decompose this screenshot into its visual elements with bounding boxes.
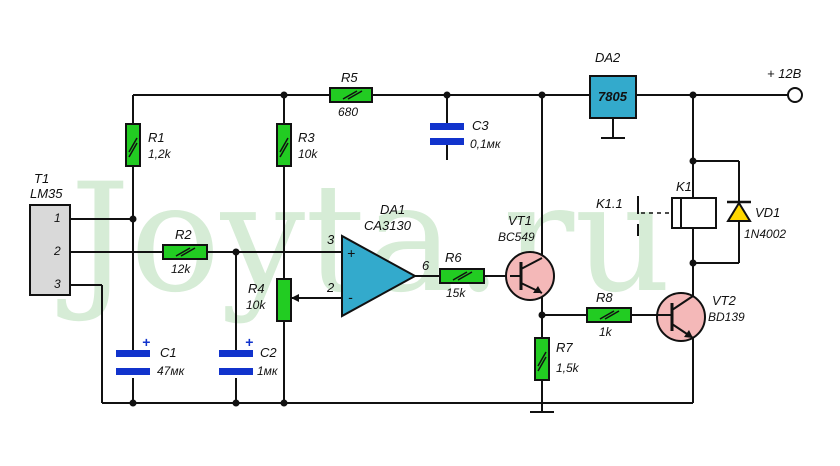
vt1-transistor (505, 251, 555, 301)
c2-ref: C2 (260, 345, 277, 360)
r1-resistor (125, 123, 141, 167)
r4-ref: R4 (248, 281, 265, 296)
k1-relay-coil (671, 197, 717, 229)
c3-value: 0,1мк (470, 137, 502, 151)
k1-ref: K1 (676, 179, 692, 194)
da2-regulator (589, 75, 637, 119)
r4-potentiometer (276, 278, 299, 322)
r8-ref: R8 (596, 290, 613, 305)
r6-value: 15k (446, 286, 466, 300)
r3-ref: R3 (298, 130, 315, 145)
c1-ref: C1 (160, 345, 177, 360)
r4-value: 10k (246, 298, 266, 312)
junctions (129, 91, 697, 407)
da1-plus-sign: + (347, 245, 355, 261)
r7-value: 1,5k (556, 361, 580, 375)
da1-pin-minus: 2 (326, 280, 335, 295)
r1-ref: R1 (148, 130, 165, 145)
r6-resistor (439, 268, 485, 284)
da1-pin-out: 6 (422, 258, 430, 273)
r2-ref: R2 (175, 227, 192, 242)
k1-contact-ref: K1.1 (596, 196, 623, 211)
da1-ref: DA1 (380, 202, 405, 217)
vd1-diode (726, 200, 752, 222)
power-label: + 12В (767, 66, 802, 81)
da1-minus-sign: - (348, 289, 353, 305)
r2-value: 12k (171, 262, 191, 276)
vt2-transistor (656, 292, 706, 342)
c3-capacitor (430, 123, 464, 145)
vd1-part: 1N4002 (744, 227, 786, 241)
r5-resistor (329, 87, 373, 103)
da1-pin-plus: 3 (327, 232, 335, 247)
wires (70, 94, 788, 413)
c2-polarity: + (245, 334, 253, 350)
c1-capacitor (116, 350, 150, 375)
t1-ref: T1 (34, 171, 49, 186)
r7-ref: R7 (556, 340, 573, 355)
r5-ref: R5 (341, 70, 358, 85)
r1-value: 1,2k (148, 147, 172, 161)
da1-part: CA3130 (364, 218, 412, 233)
vt1-part: BC549 (498, 230, 535, 244)
r3-resistor (276, 123, 292, 167)
r3-value: 10k (298, 147, 318, 161)
c1-polarity: + (142, 334, 150, 350)
t1-sensor (29, 204, 71, 296)
da1-opamp (341, 234, 418, 318)
vd1-ref: VD1 (755, 205, 780, 220)
t1-pin-2: 2 (53, 244, 61, 258)
c2-capacitor (219, 350, 253, 375)
da2-ref: DA2 (595, 50, 621, 65)
r5-value: 680 (338, 105, 358, 119)
r8-resistor (586, 307, 632, 323)
r6-ref: R6 (445, 250, 462, 265)
c2-value: 1мк (257, 364, 279, 378)
vt2-ref: VT2 (712, 293, 737, 308)
vt2-part: BD139 (708, 310, 745, 324)
t1-pin-1: 1 (54, 211, 61, 225)
r7-resistor (534, 337, 550, 381)
t1-part: LM35 (30, 186, 63, 201)
t1-pin-3: 3 (54, 277, 61, 291)
da2-part: 7805 (598, 89, 628, 104)
r2-resistor (162, 244, 208, 260)
c1-value: 47мк (157, 364, 186, 378)
r8-value: 1k (599, 325, 613, 339)
vt1-ref: VT1 (508, 213, 532, 228)
c3-ref: C3 (472, 118, 489, 133)
power-terminal (787, 87, 803, 103)
